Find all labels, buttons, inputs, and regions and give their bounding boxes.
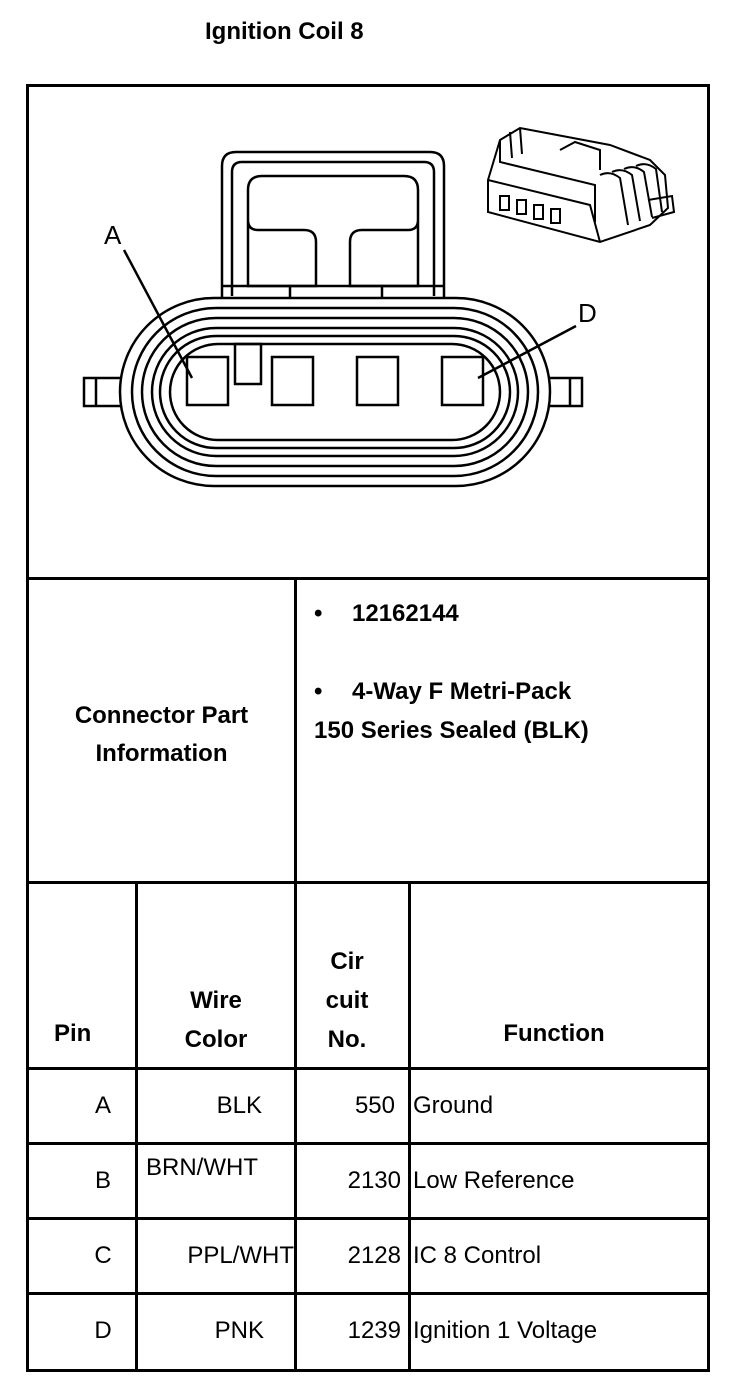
header-wire-line1: Wire: [190, 987, 242, 1014]
header-circuit-line2: cuit: [325, 987, 369, 1014]
divider-col-circuit: [408, 881, 411, 1372]
connector-table-frame: [26, 84, 710, 1372]
divider-part-info: [26, 881, 710, 884]
row-c-pin: C: [94, 1242, 112, 1269]
pin-cavities: [185, 342, 485, 407]
bullet-description: •: [314, 678, 323, 705]
bullet-part-number: •: [314, 600, 323, 627]
part-info-label-line2: Information: [95, 740, 228, 767]
part-info-label: Connector Part Information: [29, 697, 294, 773]
header-wire-color: Wire Color: [138, 981, 294, 1059]
header-circuit-number: Cir cuit No.: [297, 942, 397, 1059]
row-b-circuit: 2130: [347, 1167, 401, 1194]
row-a-pin: A: [94, 1092, 111, 1119]
connector-thumbnail-icon: [487, 126, 676, 244]
part-info-label-line1: Connector Part: [74, 702, 249, 729]
row-d-circuit: 1239: [347, 1317, 401, 1344]
divider-row-c: [26, 1292, 710, 1295]
row-c-function: IC 8 Control: [413, 1242, 542, 1269]
row-d-color: PNK: [214, 1317, 264, 1344]
part-number: 12162144: [352, 600, 459, 627]
row-c-color: PPL/WHT: [187, 1242, 294, 1269]
pin-label-d: D: [578, 298, 597, 328]
leader-line-a: [122, 249, 194, 379]
page-title: Ignition Coil 8: [205, 18, 364, 45]
part-description-line2: 150 Series Sealed (BLK): [314, 717, 589, 744]
divider-part-info-col: [294, 577, 297, 884]
part-description-line1: 4-Way F Metri-Pack: [352, 678, 572, 705]
header-function: Function: [503, 1020, 605, 1047]
row-a-color: BLK: [216, 1092, 262, 1119]
row-d-function: Ignition 1 Voltage: [413, 1317, 598, 1344]
connector-diagram: A D: [29, 87, 707, 577]
row-a-circuit: 550: [354, 1092, 395, 1119]
leader-line-d: [477, 324, 577, 380]
divider-row-b: [26, 1217, 710, 1220]
header-pin: Pin: [54, 1020, 92, 1047]
row-b-function: Low Reference: [413, 1167, 575, 1194]
header-wire-line2: Color: [184, 1026, 248, 1053]
divider-col-pin: [135, 881, 138, 1372]
header-circuit-line3: No.: [327, 1026, 367, 1053]
row-a-function: Ground: [413, 1092, 494, 1119]
latch-tab: [220, 150, 446, 300]
row-b-pin: B: [94, 1167, 111, 1194]
connector-body: [118, 296, 552, 488]
row-c-circuit: 2128: [347, 1242, 401, 1269]
row-d-pin: D: [94, 1317, 112, 1344]
connector-face-drawing: [82, 126, 676, 488]
divider-row-a: [26, 1142, 710, 1145]
divider-header: [26, 1067, 710, 1070]
row-b-color: BRN/WHT: [146, 1154, 258, 1181]
divider-col-color: [294, 881, 297, 1372]
divider-diagram: [26, 577, 710, 580]
header-circuit-line1: Cir: [330, 948, 364, 975]
pin-label-a: A: [104, 220, 122, 250]
